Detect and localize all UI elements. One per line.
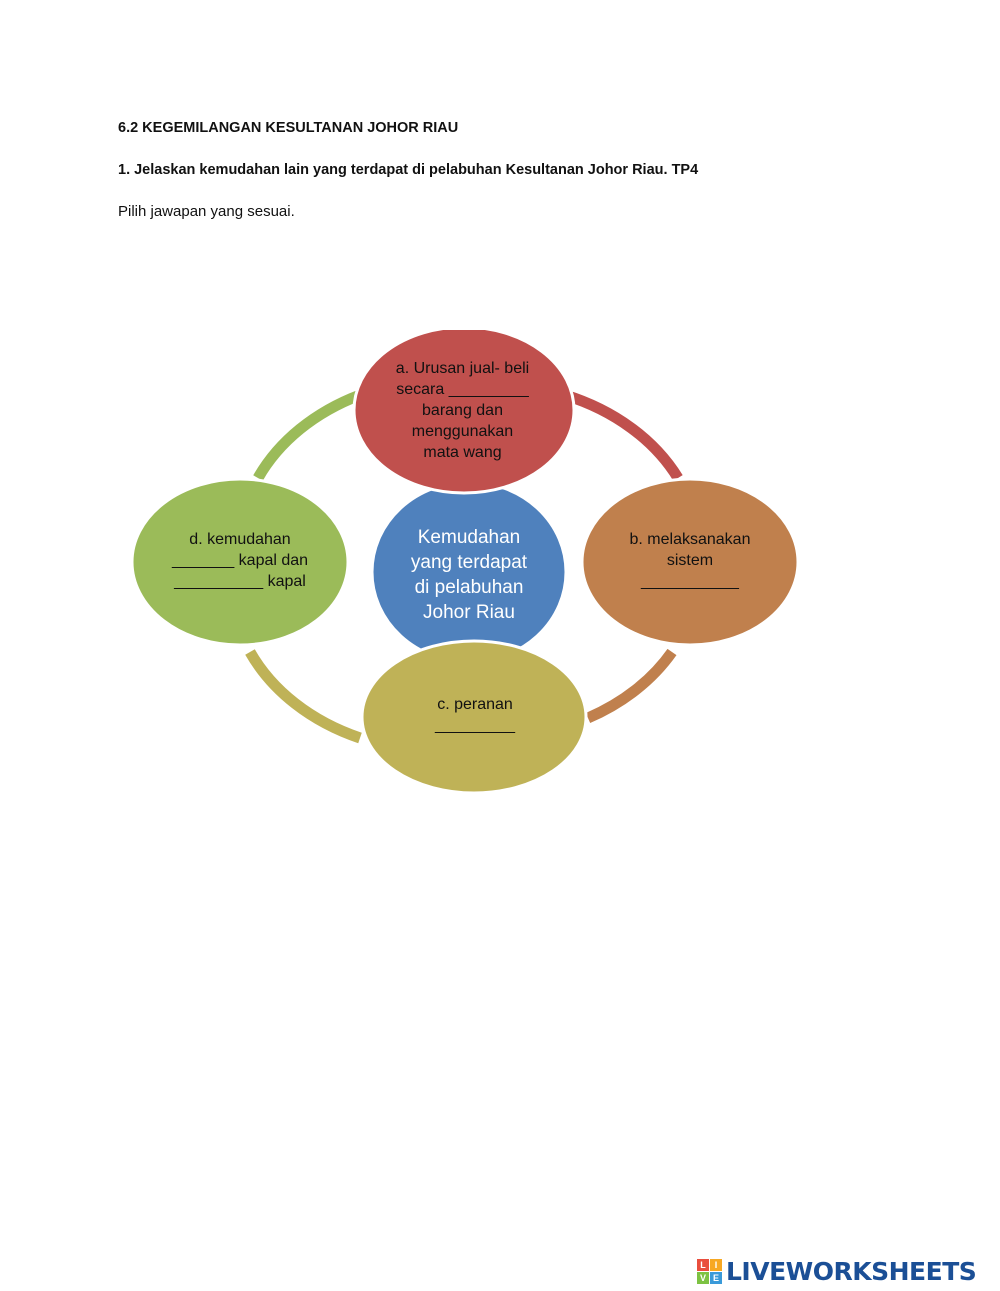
- question-text: 1. Jelaskan kemudahan lain yang terdapat…: [118, 162, 699, 178]
- node-b-shape: [580, 477, 800, 647]
- node-a-shape: [352, 330, 576, 495]
- node-c-shape: [360, 639, 588, 795]
- logo-cell-e: E: [710, 1271, 722, 1284]
- node-b-label: b. melaksanakan sistem ___________: [629, 530, 751, 590]
- ring-segment-d-a: [253, 389, 362, 481]
- cycle-diagram: Kemudahan yang terdapat di pelabuhan Joh…: [120, 330, 820, 800]
- node-a-label: a. Urusan jual- beli secara _________ ba…: [395, 359, 530, 461]
- ring-segment-b-c: [585, 648, 677, 724]
- logo-icon: L I V E: [697, 1258, 722, 1284]
- liveworksheets-logo: L I V E LIVEWORKSHEETS: [697, 1256, 977, 1286]
- ring-segment-c-d: [245, 649, 362, 744]
- node-d-label: d. kemudahan _______ kapal dan _________…: [171, 530, 309, 590]
- logo-text: LIVEWORKSHEETS: [726, 1256, 977, 1286]
- node-d-shape: [130, 477, 350, 647]
- ring-segment-a-b: [563, 389, 683, 481]
- diagram-graphics: [130, 330, 800, 795]
- node-c-label: c. peranan _________: [434, 696, 516, 734]
- instruction-text: Pilih jawapan yang sesuai.: [118, 203, 295, 220]
- logo-cell-l: L: [697, 1258, 709, 1271]
- center-node-label: Kemudahan yang terdapat di pelabuhan Joh…: [410, 527, 528, 623]
- logo-cell-i: I: [710, 1258, 722, 1271]
- section-title: 6.2 KEGEMILANGAN KESULTANAN JOHOR RIAU: [118, 120, 459, 136]
- logo-cell-v: V: [697, 1271, 709, 1284]
